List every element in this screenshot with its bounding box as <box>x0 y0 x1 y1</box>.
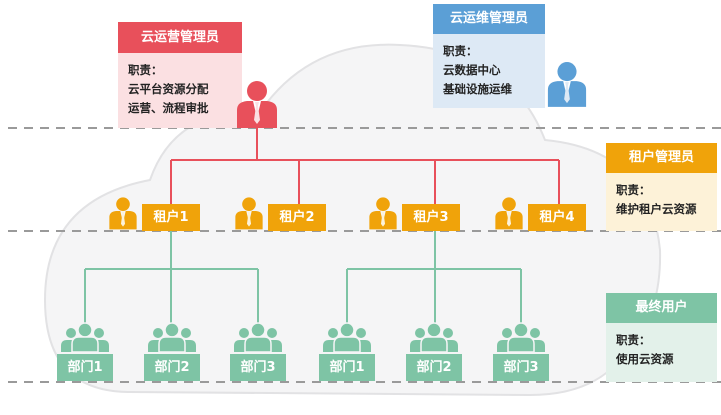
duty-item: 维护租户云资源 <box>616 202 697 216</box>
department-tag[interactable]: 部门3 <box>493 354 549 381</box>
role-duties: 职责： 云平台资源分配 运营、流程审批 <box>118 53 242 128</box>
tenant-tag[interactable]: 租户1 <box>142 204 200 231</box>
department-tag[interactable]: 部门1 <box>319 354 375 381</box>
duty-label: 职责： <box>128 63 163 77</box>
duty-item: 运营、流程审批 <box>128 101 209 115</box>
tenant-tag[interactable]: 租户3 <box>402 204 460 231</box>
department-tag[interactable]: 部门1 <box>57 354 113 381</box>
role-card-end-user: 最终用户 职责： 使用云资源 <box>606 293 717 382</box>
tenant-tag[interactable]: 租户4 <box>528 204 586 231</box>
role-card-cloud-ops: 云运维管理员 职责： 云数据中心 基础设施运维 <box>433 4 545 108</box>
role-title: 最终用户 <box>606 293 717 323</box>
department-tag[interactable]: 部门3 <box>230 354 286 381</box>
role-card-cloud-operator: 云运营管理员 职责： 云平台资源分配 运营、流程审批 <box>118 22 242 128</box>
group-icon <box>234 322 282 352</box>
group-icon <box>410 322 458 352</box>
duty-label: 职责： <box>616 333 651 347</box>
tenant-tag[interactable]: 租户2 <box>268 204 326 231</box>
person-icon <box>237 81 277 128</box>
duty-label: 职责： <box>616 183 651 197</box>
person-icon <box>547 62 587 107</box>
duty-label: 职责： <box>443 44 478 58</box>
department-tag[interactable]: 部门2 <box>406 354 462 381</box>
role-duties: 职责： 维护租户云资源 <box>606 173 717 231</box>
tenant-person-icon <box>235 197 263 230</box>
group-icon <box>61 322 109 352</box>
duty-item: 云数据中心 <box>443 63 501 77</box>
tenant-person-icon <box>495 197 523 230</box>
group-icon <box>148 322 196 352</box>
role-duties: 职责： 云数据中心 基础设施运维 <box>433 34 545 108</box>
duty-item: 使用云资源 <box>616 352 674 366</box>
tenant-person-icon <box>109 197 137 230</box>
role-title: 租户管理员 <box>606 143 717 173</box>
duty-item: 云平台资源分配 <box>128 82 209 96</box>
group-icon <box>497 322 545 352</box>
role-title: 云运营管理员 <box>118 22 242 53</box>
group-icon <box>323 322 371 352</box>
department-tag[interactable]: 部门2 <box>144 354 200 381</box>
role-card-tenant-admin: 租户管理员 职责： 维护租户云资源 <box>606 143 717 231</box>
role-title: 云运维管理员 <box>433 4 545 34</box>
role-duties: 职责： 使用云资源 <box>606 323 717 382</box>
duty-item: 基础设施运维 <box>443 82 512 96</box>
tenant-connectors <box>84 231 522 328</box>
tenant-person-icon <box>369 197 397 230</box>
operator-connectors <box>170 128 560 205</box>
